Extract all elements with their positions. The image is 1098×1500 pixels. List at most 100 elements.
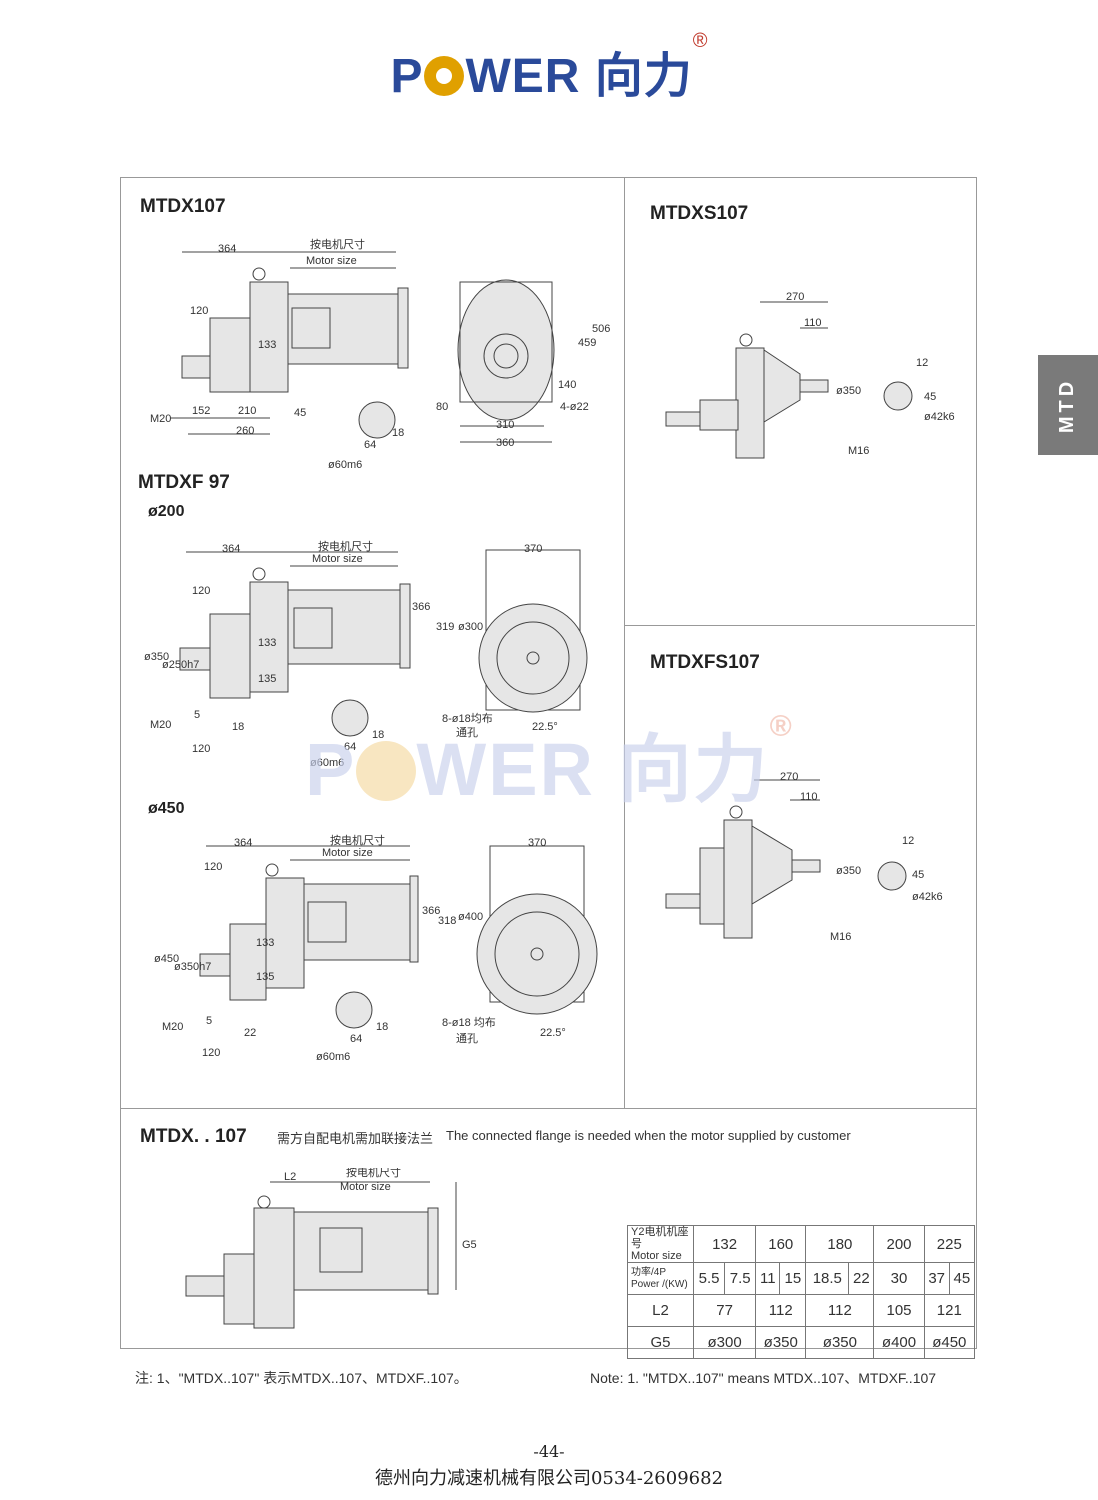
svg-text:ø350: ø350: [836, 865, 861, 877]
drawing-mtdx-generic: L2 按电机尺寸 Motor size G5: [185, 1168, 477, 1329]
svg-text:22.5°: 22.5°: [540, 1027, 566, 1039]
svg-text:133: 133: [256, 937, 274, 949]
svg-text:360: 360: [496, 437, 514, 449]
svg-text:110: 110: [800, 791, 818, 803]
svg-text:45: 45: [924, 391, 936, 403]
flange-note-cn: 需方自配电机需加联接法兰: [277, 1131, 434, 1146]
svg-text:270: 270: [780, 771, 798, 783]
svg-text:64: 64: [350, 1033, 362, 1045]
svg-text:120: 120: [192, 585, 210, 597]
svg-text:133: 133: [258, 637, 276, 649]
svg-text:80: 80: [436, 401, 448, 413]
drawing-mtdxfs107: 270 110 12 45 ø350 ø42k6 M16: [665, 771, 943, 943]
subtitle-d200: ø200: [148, 503, 185, 520]
svg-text:110: 110: [804, 317, 822, 329]
svg-text:M16: M16: [848, 445, 869, 457]
svg-text:506: 506: [592, 323, 610, 335]
svg-text:364: 364: [234, 837, 252, 849]
svg-text:310: 310: [496, 419, 514, 431]
svg-text:M20: M20: [150, 413, 171, 425]
svg-text:ø60m6: ø60m6: [316, 1051, 350, 1063]
svg-text:18: 18: [372, 729, 384, 741]
svg-text:152: 152: [192, 405, 210, 417]
svg-text:Motor size: Motor size: [306, 255, 357, 267]
svg-text:通孔: 通孔: [456, 726, 478, 739]
svg-text:M16: M16: [830, 931, 851, 943]
svg-text:459: 459: [578, 337, 596, 349]
svg-text:Motor size: Motor size: [312, 553, 363, 565]
svg-text:18: 18: [232, 721, 244, 733]
flange-note-en: The connected flange is needed when the …: [446, 1128, 851, 1143]
svg-text:135: 135: [258, 673, 276, 685]
company-footer: 德州向力减速机械有限公司0534-2609682: [374, 1468, 724, 1489]
svg-text:270: 270: [786, 291, 804, 303]
svg-text:370: 370: [524, 543, 542, 555]
svg-text:12: 12: [916, 357, 928, 369]
title-mtdx-generic: MTDX. . 107: [140, 1126, 247, 1147]
svg-text:22.5°: 22.5°: [532, 721, 558, 733]
svg-text:133: 133: [258, 339, 276, 351]
svg-text:370: 370: [528, 837, 546, 849]
svg-text:64: 64: [344, 741, 356, 753]
gear-logo-icon: [424, 56, 465, 96]
svg-text:366: 366: [422, 905, 440, 917]
drawing-frame: [120, 177, 977, 1349]
frame-divider-right: [624, 625, 975, 626]
svg-text:按电机尺寸: 按电机尺寸: [346, 1168, 401, 1179]
svg-text:4-ø22: 4-ø22: [560, 401, 589, 413]
svg-text:M20: M20: [162, 1021, 183, 1033]
frame-divider-bottom: [120, 1108, 976, 1109]
svg-text:5: 5: [194, 709, 200, 721]
svg-text:ø250h7: ø250h7: [162, 659, 199, 671]
svg-text:318: 318: [438, 915, 456, 927]
drawing-mtdxs107: 270 110 12 45 ø350 ø42k6 M16: [665, 291, 955, 459]
page-number: -44-: [533, 1442, 565, 1461]
side-tab: MTD: [1038, 355, 1098, 455]
drawing-mtdxf97-d200: 364 370 按电机尺寸 Motor size 120 133 135 366…: [144, 539, 588, 769]
svg-text:8-ø18 均布: 8-ø18 均布: [442, 1016, 496, 1029]
svg-text:ø400: ø400: [458, 911, 483, 923]
drawing-mtdx107: 364 按电机尺寸 Motor size 120 133 M20 152 210…: [150, 238, 610, 471]
svg-text:Motor size: Motor size: [322, 847, 373, 859]
svg-text:ø350h7: ø350h7: [174, 961, 211, 973]
svg-text:45: 45: [912, 869, 924, 881]
svg-text:319: 319: [436, 621, 454, 633]
svg-text:ø450: ø450: [154, 953, 179, 965]
svg-text:ø42k6: ø42k6: [924, 411, 955, 423]
note-en: Note: 1. "MTDX..107" means MTDX..107、MTD…: [590, 1370, 937, 1386]
svg-text:364: 364: [222, 543, 240, 555]
svg-text:135: 135: [256, 971, 274, 983]
svg-text:64: 64: [364, 439, 376, 451]
svg-text:8-ø18均布: 8-ø18均布: [442, 712, 493, 725]
svg-text:ø60m6: ø60m6: [310, 757, 344, 769]
svg-text:45: 45: [294, 407, 306, 419]
svg-text:ø42k6: ø42k6: [912, 891, 943, 903]
svg-text:通孔: 通孔: [456, 1032, 478, 1045]
svg-text:260: 260: [236, 425, 254, 437]
table-row: L2 77 112 112 105 121: [627, 1294, 976, 1327]
svg-text:140: 140: [558, 379, 576, 391]
title-mtdxfs107: MTDXFS107: [650, 652, 760, 673]
title-mtdxf97: MTDXF 97: [138, 472, 230, 493]
svg-text:ø350: ø350: [836, 385, 861, 397]
svg-text:L2: L2: [284, 1171, 296, 1183]
frame-divider-vertical: [624, 178, 625, 1108]
svg-text:ø300: ø300: [458, 621, 483, 633]
svg-text:120: 120: [202, 1047, 220, 1059]
svg-text:G5: G5: [462, 1239, 477, 1251]
svg-text:18: 18: [392, 427, 404, 439]
svg-text:按电机尺寸: 按电机尺寸: [318, 539, 373, 553]
svg-text:210: 210: [238, 405, 256, 417]
svg-text:ø60m6: ø60m6: [328, 459, 362, 471]
table-row: G5 ø300 ø350 ø350 ø400 ø450: [627, 1326, 976, 1359]
svg-text:M20: M20: [150, 719, 171, 731]
svg-text:5: 5: [206, 1015, 212, 1027]
svg-text:18: 18: [376, 1021, 388, 1033]
subtitle-d450: ø450: [148, 800, 185, 817]
